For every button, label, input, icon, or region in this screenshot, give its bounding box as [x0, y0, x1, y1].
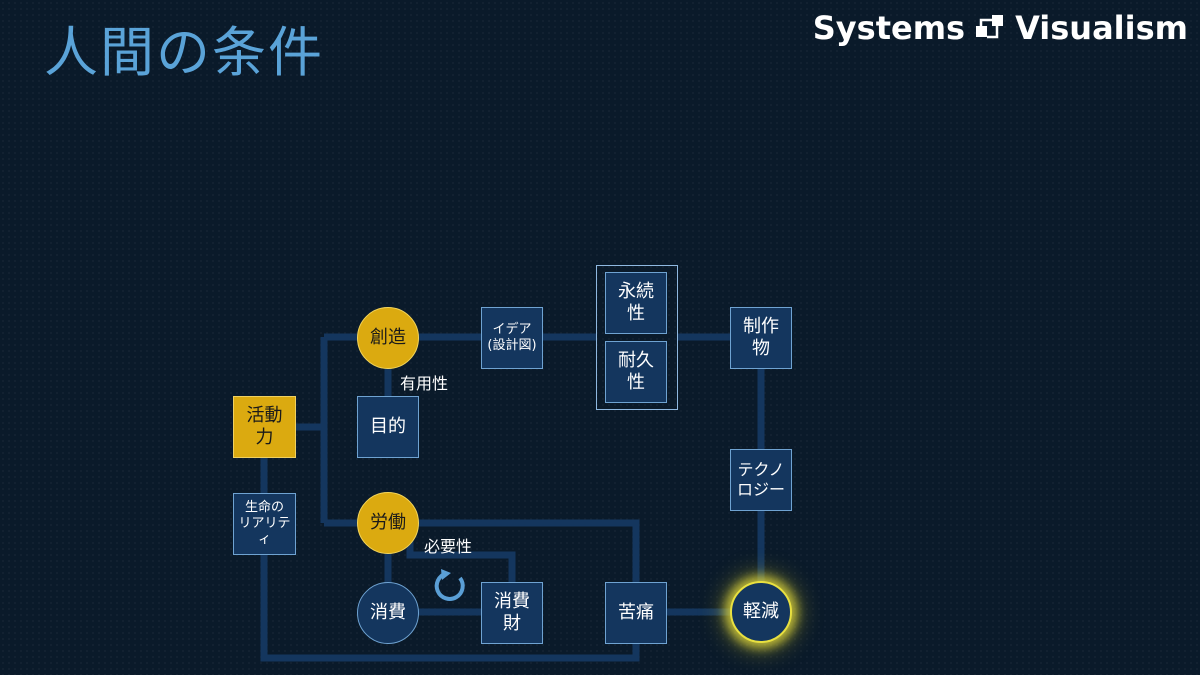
page-title: 人間の条件 [44, 21, 324, 84]
node-idea[interactable]: イデア (設計図) [481, 307, 543, 369]
link-activity-branch [296, 333, 360, 527]
link-labor-goods [406, 540, 516, 582]
label-usefulness: 有用性 [400, 374, 449, 393]
node-consumption[interactable]: 消費 [357, 582, 419, 644]
node-consumer-goods[interactable]: 消費 財 [481, 582, 543, 644]
link-labor-pain [418, 519, 640, 582]
brand-right-text: Visualism [1015, 9, 1188, 47]
node-product[interactable]: 制作 物 [730, 307, 792, 369]
squares-logo-icon [976, 15, 1004, 39]
node-labor[interactable]: 労働 [357, 492, 419, 554]
node-durability[interactable]: 耐久 性 [605, 341, 667, 403]
node-creation[interactable]: 創造 [357, 307, 419, 369]
link-life-loop [260, 458, 640, 662]
durability-group [596, 265, 678, 410]
node-pain[interactable]: 苦痛 [605, 582, 667, 644]
node-permanence[interactable]: 永続 性 [605, 272, 667, 334]
label-necessity: 必要性 [424, 537, 473, 556]
brand-left-text: Systems [812, 9, 966, 47]
node-activity-power[interactable]: 活動 力 [233, 396, 296, 458]
node-life-reality[interactable]: 生命の リアリティ [233, 493, 296, 555]
node-purpose[interactable]: 目的 [357, 396, 419, 458]
node-relief[interactable]: 軽減 [730, 581, 792, 643]
node-technology[interactable]: テクノ ロジー [730, 449, 792, 511]
circular-arrow-icon [434, 569, 465, 601]
brand-logo: Systems Visualism [813, 8, 1188, 48]
